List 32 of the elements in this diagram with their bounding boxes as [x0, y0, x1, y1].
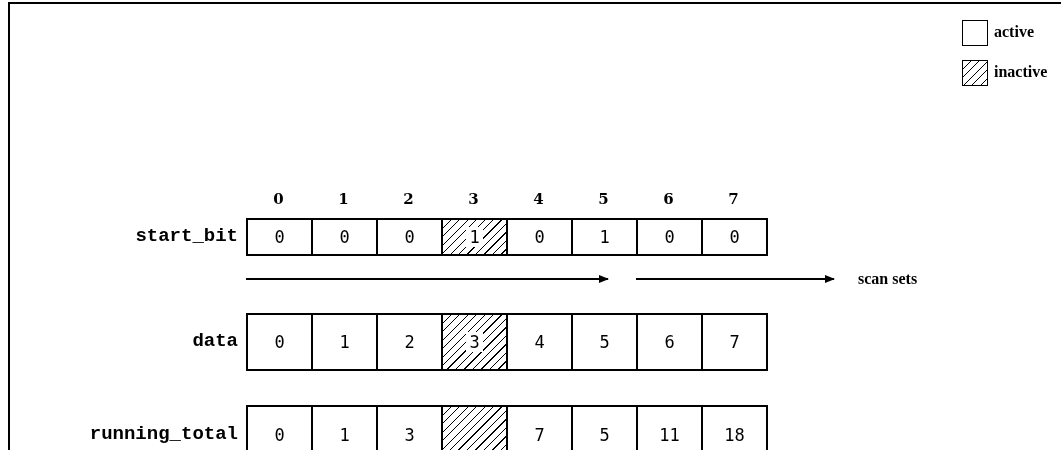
index-label: 1: [337, 190, 350, 208]
array-cell: 0: [506, 218, 573, 256]
array-cell: 1: [571, 218, 638, 256]
legend-label: active: [994, 23, 1034, 41]
index-label: 3: [467, 190, 480, 208]
array-cell: 0: [636, 218, 703, 256]
scan-label: scan sets: [858, 270, 918, 288]
array-cell: 0: [246, 218, 313, 256]
index-label: 6: [662, 190, 675, 208]
hatched-cell: 3: [441, 313, 508, 371]
array-cell: 0: [246, 313, 313, 371]
array-cell: 2: [376, 313, 443, 371]
legend-label: inactive: [994, 63, 1048, 81]
index-label: 7: [727, 190, 740, 208]
array-cell: 1: [311, 313, 378, 371]
row-label: running_total: [88, 423, 238, 445]
array-cell: 18: [701, 405, 768, 450]
index-label: 2: [402, 190, 415, 208]
array-cell: 4: [506, 313, 573, 371]
array-cell: 0: [701, 218, 768, 256]
array-cell: 0: [246, 405, 313, 450]
index-label: 5: [597, 190, 610, 208]
array-cell: 0: [311, 218, 378, 256]
index-label: 0: [272, 190, 285, 208]
array-cell: 7: [701, 313, 768, 371]
row-label: start_bit: [134, 225, 238, 247]
array-cell: 5: [571, 313, 638, 371]
hatched-cell: 1: [441, 218, 508, 256]
index-label: 4: [532, 190, 545, 208]
array-cell: 0: [376, 218, 443, 256]
array-cell: 6: [636, 313, 703, 371]
row-label: data: [191, 330, 238, 352]
